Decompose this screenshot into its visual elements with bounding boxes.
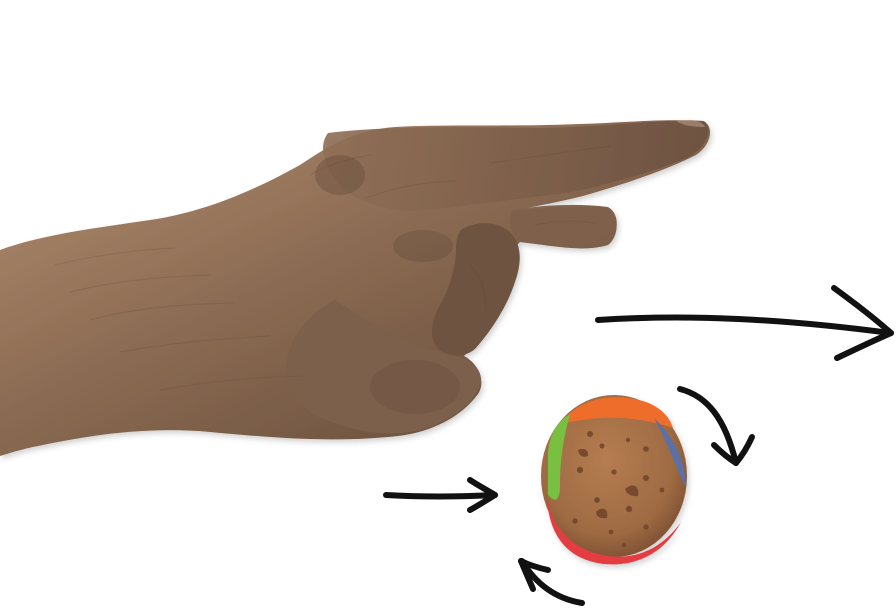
spin-arrow-curve: [680, 389, 736, 463]
knuckle-shadow-1: [315, 155, 365, 195]
ball-icon: [541, 395, 687, 564]
thumb-shadow: [370, 360, 460, 414]
motion-arrow-shaft: [598, 318, 890, 333]
middle-finger: [510, 205, 617, 247]
motion-arrow-head-bottom: [837, 333, 891, 358]
knuckle-shadow-2: [393, 230, 453, 262]
motion-arrow-icon: [598, 288, 891, 358]
bottom-spin-arrow-icon: [521, 561, 582, 603]
incoming-arrow-icon: [386, 480, 495, 510]
incoming-arrow-shaft: [386, 495, 495, 497]
spin-arrow-icon: [680, 389, 752, 463]
spin-arrow-head-right: [736, 437, 752, 463]
index-finger: [323, 120, 708, 210]
